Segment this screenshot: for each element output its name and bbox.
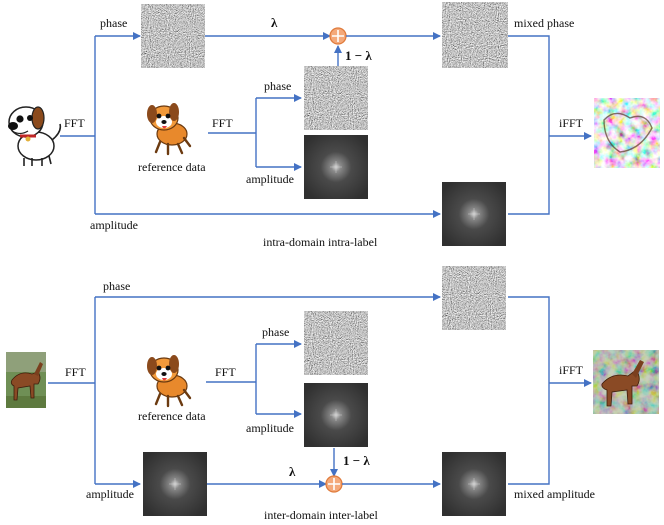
bottom-ref-phase-image [304,311,368,375]
top-source-phase-image [141,4,205,68]
top-phase-label: phase [100,16,127,30]
bottom-amplitude-label: amplitude [86,487,134,501]
bottom-ref-amplitude-image [304,383,368,447]
sum-circle-icon [329,27,347,45]
top-merge-line [508,35,550,215]
bottom-ref-fft-label: FFT [215,365,236,379]
top-reference-data-label: reference data [138,160,206,174]
bottom-lambda-label: λ [289,464,296,479]
top-lambda-label: λ [271,15,278,30]
bottom-mixed-amplitude-label: mixed amplitude [514,487,595,501]
top-one-minus-lambda-label: 1 − λ [345,48,372,63]
bottom-panel: FFT phase reference data FFT phase ampli… [6,266,659,522]
top-amplitude-label: amplitude [90,218,138,232]
horse-reconstruction-icon [593,350,659,414]
bottom-one-minus-lambda-label: 1 − λ [343,453,370,468]
top-fft-label: FFT [64,116,85,130]
top-mixed-phase-label: mixed phase [514,16,574,30]
bottom-caption: inter-domain inter-label [264,508,378,522]
horse-photo-icon [6,352,46,408]
top-ifft-label: iFFT [559,116,584,130]
sum-circle-icon-bottom [325,475,343,493]
top-source-amplitude-image [442,182,506,246]
top-ref-phase-image [304,66,368,130]
noisy-reconstruction-icon [594,98,660,168]
bottom-ref-phase-label: phase [262,325,289,339]
cartoon-puppy-icon [147,103,192,156]
bottom-source-phase-image [442,266,506,330]
cartoon-dog-icon [8,106,62,166]
top-panel: FFT phase λ mixed phase 1 − λ [8,2,660,249]
top-ref-amplitude-image [304,135,368,199]
top-mixed-phase-image [442,2,508,68]
bottom-ifft-label: iFFT [559,363,584,377]
top-caption: intra-domain intra-label [263,235,378,249]
bottom-fft-label: FFT [65,365,86,379]
bottom-reference-data-label: reference data [138,409,206,423]
top-ref-fft-label: FFT [212,116,233,130]
bottom-source-amplitude-image [143,452,207,516]
bottom-merge-line [508,296,550,485]
top-ref-phase-label: phase [264,79,291,93]
cartoon-puppy-icon-bottom [147,355,192,408]
bottom-ref-amplitude-label: amplitude [246,421,294,435]
bottom-phase-label: phase [103,279,130,293]
top-ref-amplitude-label: amplitude [246,172,294,186]
bottom-mixed-amplitude-image [442,452,506,516]
